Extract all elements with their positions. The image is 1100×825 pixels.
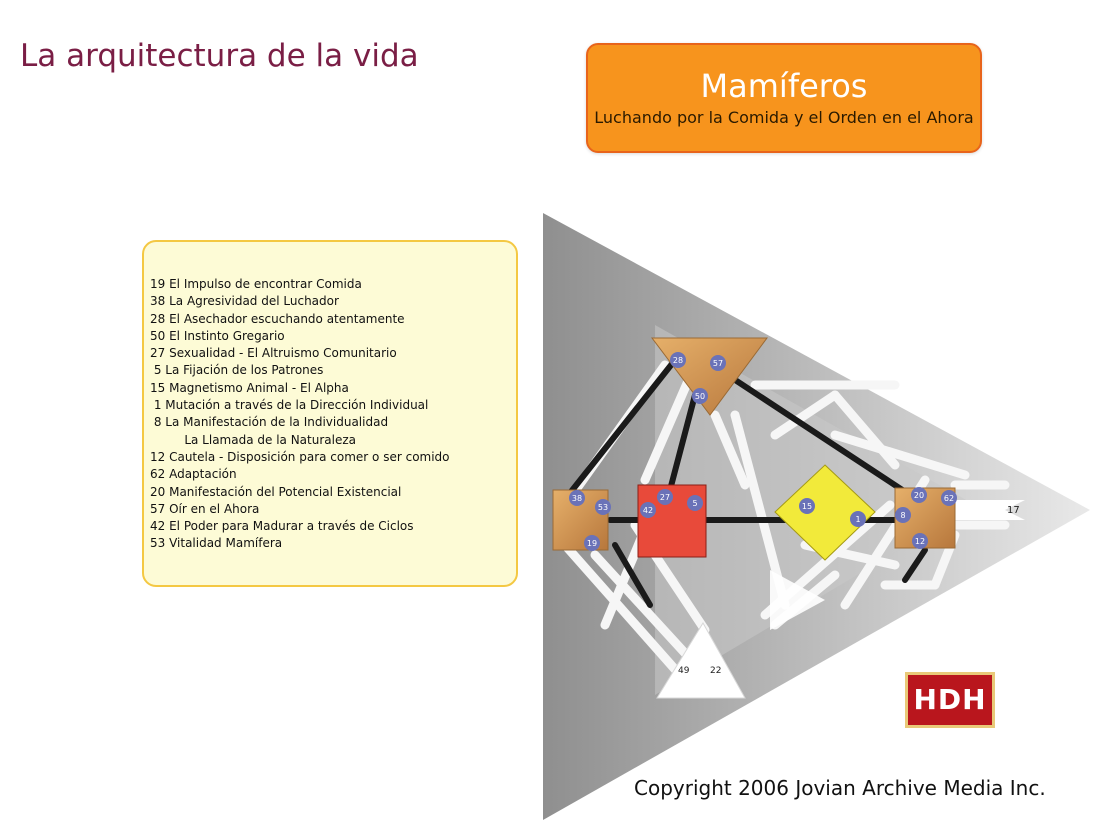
center-bottom-triangle	[656, 622, 746, 699]
gate-list-item: 57 Oír en el Ahora	[150, 501, 260, 516]
svg-text:5: 5	[692, 499, 697, 508]
gate-list-item: 50 El Instinto Gregario	[150, 328, 285, 343]
gate-list-item: 5 La Fijación de los Patrones	[150, 363, 324, 378]
gate-list-item: 8 La Manifestación de la Individualidad	[150, 415, 389, 430]
gate-27: 27	[657, 489, 673, 505]
gate-1: 1	[850, 511, 866, 527]
svg-text:20: 20	[914, 491, 924, 500]
banner-subtitle: Luchando por la Comida y el Orden en el …	[594, 108, 974, 127]
gate-28: 28	[670, 352, 686, 368]
svg-text:57: 57	[713, 359, 723, 368]
svg-text:53: 53	[598, 503, 608, 512]
hdh-logo: HDH	[905, 672, 995, 728]
gate-42: 42	[640, 502, 656, 518]
inner-arrow	[770, 570, 825, 630]
gate-38: 38	[569, 490, 585, 506]
gate-22-label: 22	[710, 666, 721, 676]
svg-text:50: 50	[695, 392, 705, 401]
gate-list-item: 19 El Impulso de encontrar Comida	[150, 277, 362, 291]
gate-20: 20	[911, 487, 927, 503]
gate-62: 62	[941, 490, 957, 506]
svg-text:27: 27	[660, 493, 670, 502]
gate-list-item: 28 El Asechador escuchando atentamente	[150, 311, 405, 326]
page-title: La arquitectura de la vida	[20, 38, 419, 74]
gate-list-item: 42 El Poder para Madurar a través de Cic…	[150, 519, 414, 534]
svg-text:1: 1	[855, 515, 860, 524]
gate-list-item: 53 Vitalidad Mamífera	[150, 536, 283, 551]
svg-text:28: 28	[673, 356, 683, 365]
gate-list-item: 38 La Agresividad del Luchador	[150, 294, 339, 309]
gate-50: 50	[692, 388, 708, 404]
gate-list-item: 27 Sexualidad - El Altruismo Comunitario	[150, 346, 397, 361]
gate-15: 15	[799, 498, 815, 514]
gate-19: 19	[584, 535, 600, 551]
gate-12: 12	[912, 533, 928, 549]
gate-list-item: 62 Adaptación	[150, 467, 237, 482]
gate-list-item: La Llamada de la Naturaleza	[150, 432, 356, 447]
bodygraph-diagram: 17 28 57 50 38 53 19 27 5 42	[543, 213, 1090, 820]
copyright-text: Copyright 2006 Jovian Archive Media Inc.	[634, 776, 1046, 800]
svg-text:42: 42	[643, 506, 653, 515]
gate-5: 5	[687, 495, 703, 511]
gate-8: 8	[895, 507, 911, 523]
gate-53: 53	[595, 499, 611, 515]
arrow-17	[955, 500, 1025, 520]
gate-list-box: 19 El Impulso de encontrar Comida 38 La …	[142, 240, 518, 587]
gate-49-label: 49	[678, 666, 690, 676]
gate-list-item: 20 Manifestación del Potencial Existenci…	[150, 484, 402, 499]
center-yellow-diamond	[774, 464, 876, 561]
gate-list: 19 El Impulso de encontrar Comida 38 La …	[150, 276, 450, 553]
svg-text:38: 38	[572, 494, 582, 503]
banner-title: Mamíferos	[700, 67, 868, 105]
gate-list-item: 12 Cautela - Disposición para comer o se…	[150, 449, 450, 464]
title-banner: Mamíferos Luchando por la Comida y el Or…	[586, 43, 982, 153]
svg-text:15: 15	[802, 502, 812, 511]
svg-text:62: 62	[944, 494, 954, 503]
gate-17-label: 17	[1007, 505, 1020, 516]
svg-text:19: 19	[587, 539, 597, 548]
svg-text:12: 12	[915, 537, 925, 546]
gate-list-item: 15 Magnetismo Animal - El Alpha	[150, 380, 349, 395]
gate-list-item: 1 Mutación a través de la Dirección Indi…	[150, 398, 429, 413]
active-channels	[567, 357, 1003, 608]
svg-text:8: 8	[900, 511, 905, 520]
gate-57: 57	[710, 355, 726, 371]
